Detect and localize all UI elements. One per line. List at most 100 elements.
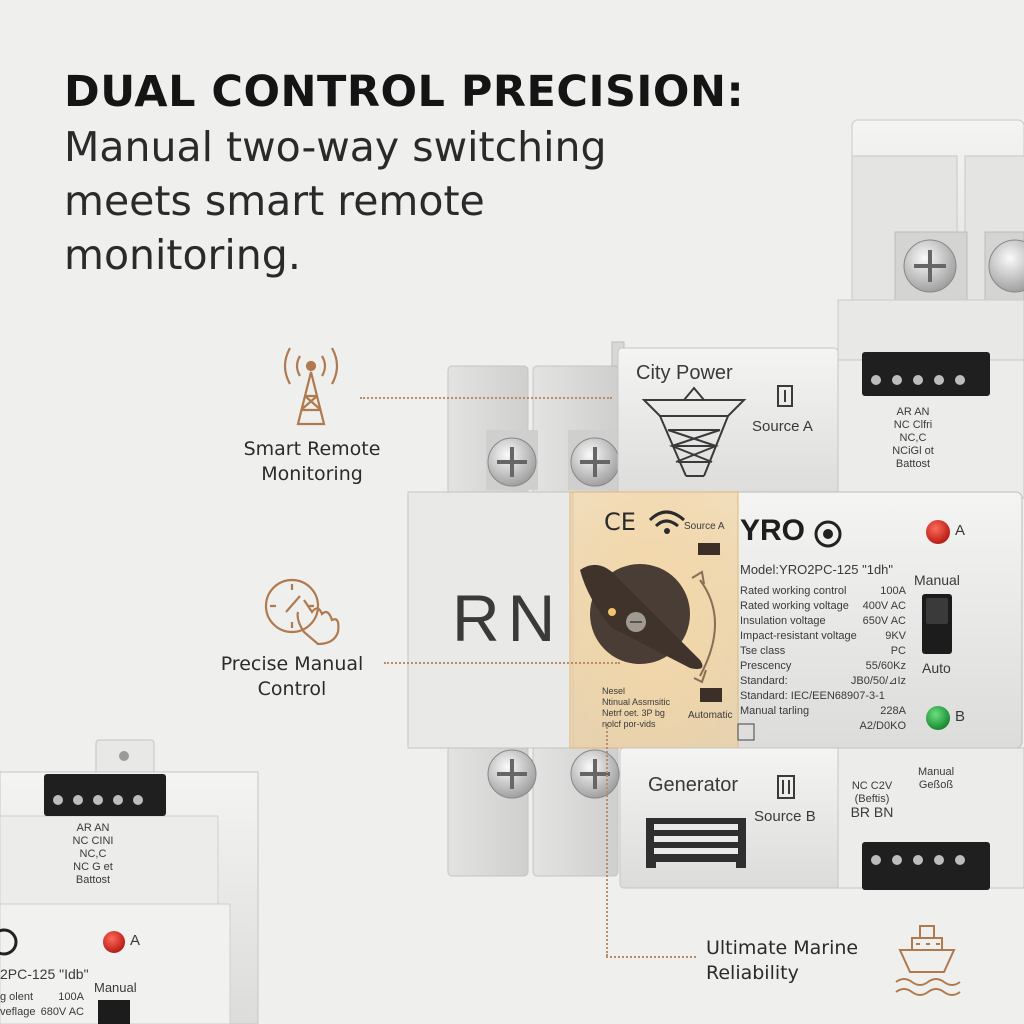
led-a xyxy=(926,520,950,544)
spec-row: Impact-resistant voltage 9KV xyxy=(740,629,906,644)
automatic-window-label: Automatic xyxy=(688,710,733,721)
generator-module xyxy=(619,747,1024,890)
spec-row: Rated working control 100A xyxy=(740,584,906,599)
spec-label: Rated working voltage xyxy=(740,600,849,612)
bottom-terminal-label: NC C2V xyxy=(851,780,893,792)
small-print-line: nolcf por-vids xyxy=(602,719,656,729)
secondary-spec-value: 100A xyxy=(58,991,84,1003)
city-power-module xyxy=(611,341,1024,499)
secondary-terminal-label: NC,C xyxy=(79,848,107,860)
spec-label: Impact-resistant voltage xyxy=(740,630,857,642)
bottom-terminal-labels-right: Manual Geßoß xyxy=(906,766,966,792)
led-b-label: B xyxy=(955,708,966,725)
top-terminal-label: NCiGl ot xyxy=(892,445,934,457)
small-print-line: Nesel xyxy=(602,686,626,696)
source-a-label: Source A xyxy=(752,418,813,435)
footer-value: A2/D0KO xyxy=(859,720,906,732)
manual-callout-line2: Control xyxy=(257,678,327,700)
headline-subtitle-line-2: meets smart remote xyxy=(64,177,485,225)
manual-mode-label: Manual xyxy=(914,572,960,588)
remote-callout-line xyxy=(360,397,612,399)
brand-logo: YRO xyxy=(740,514,806,547)
marine-callout: Ultimate Marine Reliability xyxy=(706,936,886,986)
spec-row: Rated working voltage 400V AC xyxy=(740,599,906,614)
generator-title: Generator xyxy=(648,774,739,796)
manual-callout-line xyxy=(384,662,620,664)
secondary-specs: g olent 100A veflage 680V AC xyxy=(0,990,84,1020)
secondary-spec-row: veflage 680V AC xyxy=(0,1005,84,1020)
standard-line: Standard: IEC/EEN68907-3-1 xyxy=(740,690,885,702)
hand-dial-icon xyxy=(264,578,340,646)
ship-icon xyxy=(895,925,961,996)
bottom-terminal-label: Manual xyxy=(917,766,955,778)
spec-value: JB0/50/⊿Iz xyxy=(850,675,906,687)
spec-value: 650V AC xyxy=(862,615,906,627)
svg-text:CE: CE xyxy=(604,508,636,536)
small-print: Nesel Ntinual Assmsitic Netrf oet. 3P bg… xyxy=(602,686,692,730)
secondary-spec-row: g olent 100A xyxy=(0,990,84,1005)
antenna-icon xyxy=(283,347,339,426)
manual-callout-line1: Precise Manual xyxy=(220,653,364,675)
secondary-manual-label: Manual xyxy=(94,980,137,995)
source-a-window-label: Source A xyxy=(684,521,725,532)
secondary-terminal-label: NC G et xyxy=(73,861,113,873)
secondary-device xyxy=(0,739,259,1024)
marine-callout-line-vertical xyxy=(606,724,608,956)
secondary-terminal-label: Battost xyxy=(75,874,111,886)
spec-value: PC xyxy=(890,645,906,657)
spec-value: 55/60Kz xyxy=(865,660,906,672)
spec-value: 100A xyxy=(880,585,906,597)
rotary-knob xyxy=(580,564,716,684)
generator-icon xyxy=(646,818,746,868)
secondary-model: 2PC-125 "Idb" xyxy=(0,966,89,982)
bottom-terminal-label: BR BN xyxy=(850,804,894,820)
spec-row: Prescency 55/60Kz xyxy=(740,659,906,674)
bottom-terminal-label: Geßoß xyxy=(918,779,954,791)
secondary-terminal-labels: AR AN NC CINI NC,C NC G et Battost xyxy=(38,822,148,887)
top-terminal-label: NC,C xyxy=(899,432,927,444)
spec-label: Rated working control xyxy=(740,585,847,597)
marine-callout-line-horizontal xyxy=(606,956,696,958)
top-terminal-labels: AR AN NC Clfri NC,C NCiGl ot Battost xyxy=(858,406,968,471)
secondary-spec-label: g olent xyxy=(0,991,34,1003)
city-power-title: City Power xyxy=(636,362,733,384)
headline-subtitle-line-3: monitoring. xyxy=(64,231,301,279)
marine-callout-line1: Ultimate Marine xyxy=(706,937,859,959)
main-body: CE xyxy=(407,491,1023,749)
spec-row: Tse class PC xyxy=(740,644,906,659)
marine-callout-line2: Reliability xyxy=(706,962,799,984)
spec-value: 9KV xyxy=(885,630,906,642)
remote-callout-line2: Monitoring xyxy=(261,463,363,485)
source-b-label: Source B xyxy=(754,808,816,825)
headline-subtitle-line-1: Manual two-way switching xyxy=(64,123,607,171)
spec-value: 400V AC xyxy=(862,600,906,612)
spec-label: Prescency xyxy=(740,660,792,672)
back-module xyxy=(837,119,1024,361)
model-label: Model:YRO2PC-125 "1dh" xyxy=(740,562,894,577)
secondary-spec-value: 680V AC xyxy=(40,1006,84,1018)
spec-label: Manual tarling xyxy=(740,705,810,717)
spec-label: Insulation voltage xyxy=(740,615,826,627)
manual-callout: Precise Manual Control xyxy=(192,652,392,702)
spec-label: Standard: xyxy=(740,675,788,687)
top-terminal-label: NC Clfri xyxy=(893,419,933,431)
rear-columns xyxy=(447,365,620,877)
top-terminal-label: AR AN xyxy=(896,406,930,418)
led-b xyxy=(926,706,950,730)
bottom-terminal-label: (Beftis) xyxy=(854,793,890,805)
wifi-icon xyxy=(648,510,685,528)
small-print-line: Netrf oet. 3P bg xyxy=(602,708,665,718)
headline-title: DUAL CONTROL PRECISION: xyxy=(64,67,745,117)
spec-row: Insulation voltage 650V AC xyxy=(740,614,906,629)
spec-label: Tse class xyxy=(740,645,786,657)
top-terminal-label: Battost xyxy=(895,458,931,470)
secondary-led-label: A xyxy=(130,932,141,949)
secondary-spec-label: veflage xyxy=(0,1006,36,1018)
remote-callout: Smart Remote Monitoring xyxy=(212,437,412,487)
headline: DUAL CONTROL PRECISION: Manual two-way s… xyxy=(64,64,784,282)
led-a-label: A xyxy=(955,522,966,539)
remote-callout-line1: Smart Remote xyxy=(243,438,381,460)
front-letters: RN xyxy=(452,581,564,655)
